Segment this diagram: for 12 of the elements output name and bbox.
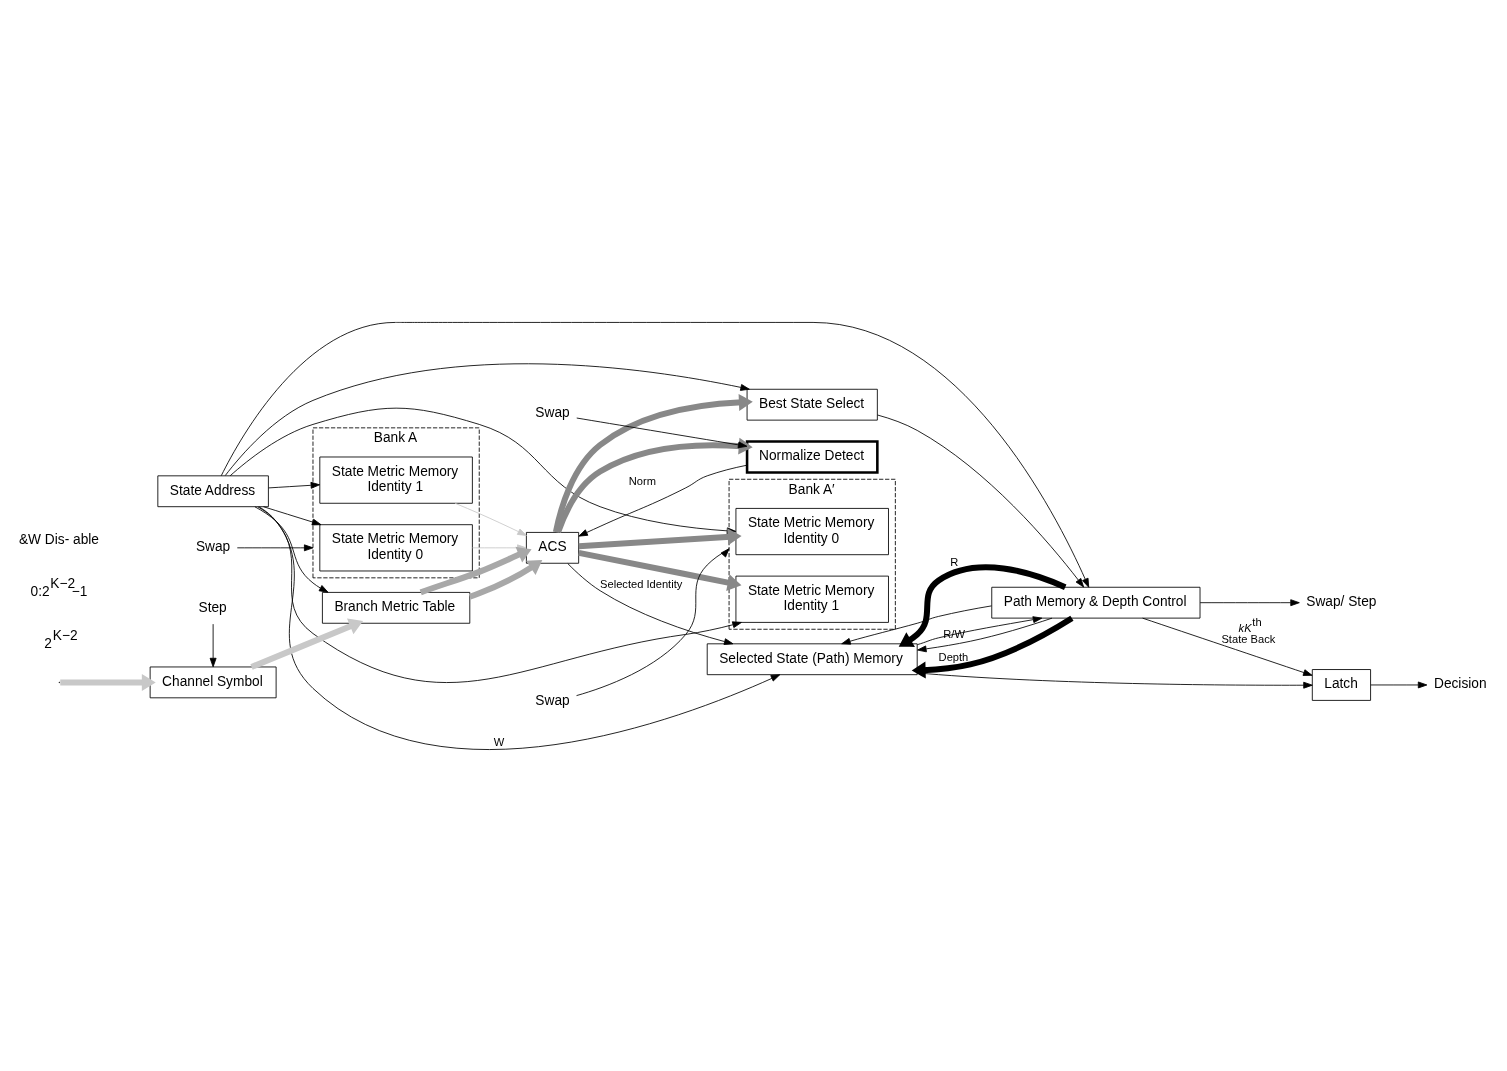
edge-label: Selected Identity bbox=[600, 577, 683, 590]
edge-label: Depth bbox=[938, 650, 969, 663]
edge-label: W bbox=[493, 735, 505, 748]
node-text: Swap bbox=[195, 538, 231, 554]
node-text: Swap/ Step bbox=[1306, 593, 1377, 609]
edge-label: Norm bbox=[628, 474, 656, 487]
node-text: Swap bbox=[535, 692, 570, 708]
node-text: Step bbox=[198, 599, 227, 615]
node-text: Swap bbox=[535, 404, 570, 420]
label: &W Dis- able bbox=[19, 531, 99, 547]
node-text: Decision bbox=[1434, 675, 1487, 691]
edge-label: R bbox=[950, 555, 959, 568]
